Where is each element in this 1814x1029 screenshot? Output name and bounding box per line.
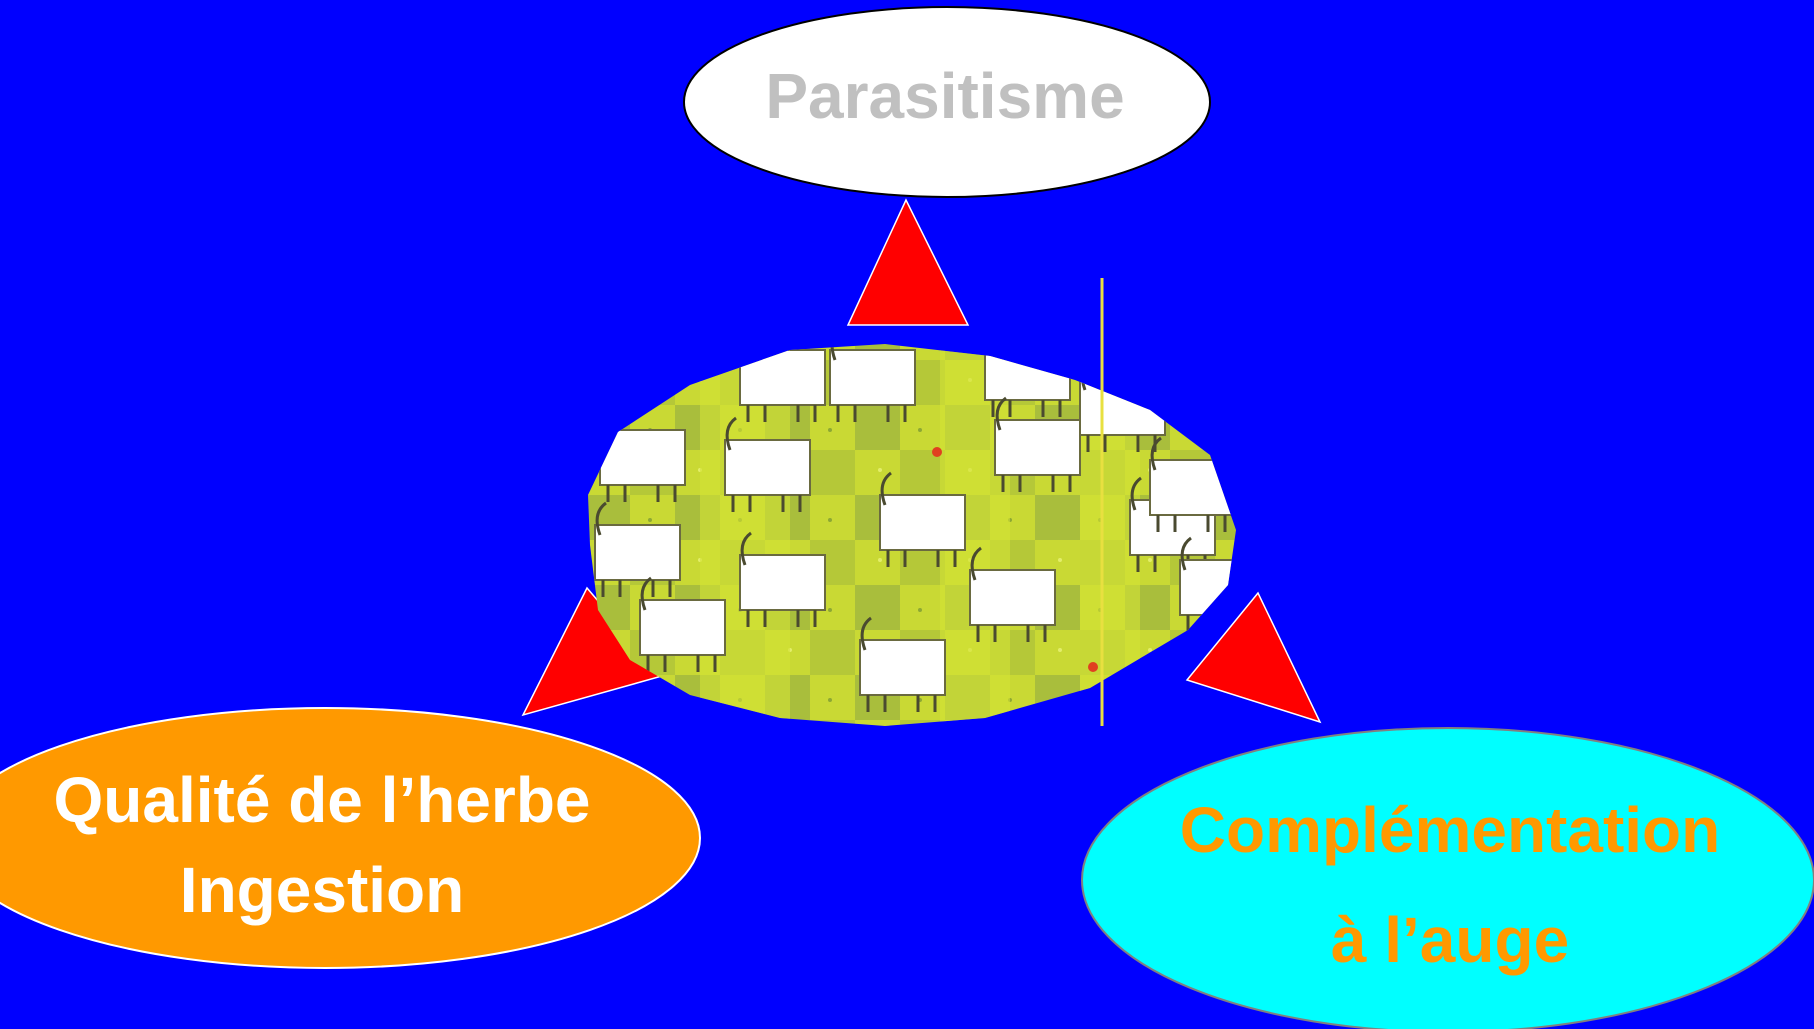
left-node-ellipse — [0, 707, 701, 969]
node-qualite-herbe: Qualité de l’herbe Ingestion — [0, 707, 701, 969]
right-node-label-line2: à l’auge — [1331, 904, 1569, 976]
right-node-label-line1: Complémentation — [1180, 794, 1720, 866]
top-node-ellipse — [683, 6, 1211, 198]
node-parasitisme: Parasitisme — [683, 6, 1211, 198]
red-dot — [932, 447, 942, 457]
top-node-label: Parasitisme — [765, 60, 1124, 132]
sheep-icon — [969, 546, 1056, 642]
sheep-icon — [994, 396, 1081, 492]
node-complementation: Complémentation à l’auge — [1081, 727, 1814, 1029]
sheep-icon — [829, 344, 916, 422]
center-sheep-image — [588, 278, 1236, 726]
left-node-label-line2: Ingestion — [180, 854, 464, 926]
right-node-ellipse — [1081, 727, 1814, 1029]
left-node-label-line1: Qualité de l’herbe — [53, 764, 590, 836]
sheep-icon — [859, 616, 946, 712]
arrow-down-to-complementation — [1185, 591, 1322, 724]
sheep-icon — [739, 531, 826, 627]
sheep-icon — [594, 501, 681, 597]
sheep-icon — [724, 416, 811, 512]
sheep-icon — [879, 471, 966, 567]
arrow-up-to-parasitisme — [846, 198, 970, 326]
sheep-icon — [639, 576, 726, 672]
red-dot — [1088, 662, 1098, 672]
